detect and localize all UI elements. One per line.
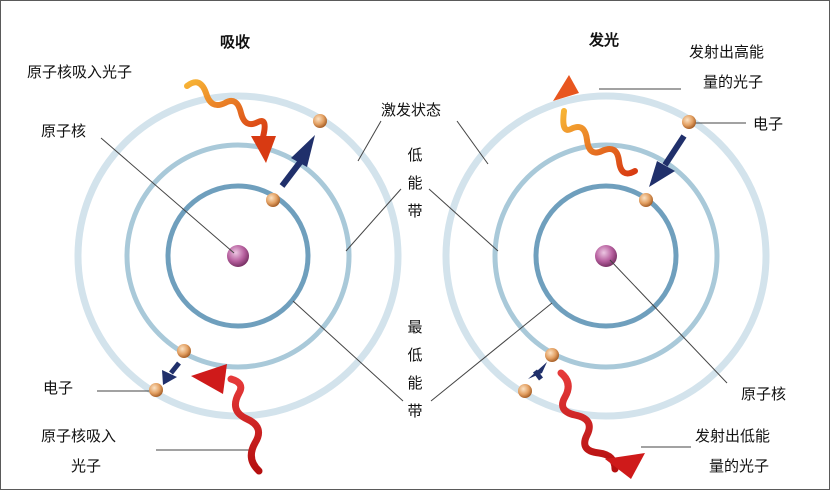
emit-photon-high-label-line2: 量的光子 <box>703 73 764 91</box>
leader-excited-right <box>456 120 489 165</box>
emit-electron-label: 电子 <box>753 115 784 133</box>
absorb-orbit-middle <box>124 142 352 370</box>
emit-electron-ground <box>639 193 653 207</box>
absorb-photon-label: 原子核吸入光子 <box>27 63 133 81</box>
emit-electron-excited <box>682 115 696 129</box>
absorb-electron-label: 电子 <box>43 379 74 397</box>
emit-orbit-outer <box>442 92 770 420</box>
emit-orbit-inner <box>533 183 679 329</box>
absorb-electron-excited <box>313 114 327 128</box>
emit-photon-low <box>557 369 645 479</box>
emit-electron-outer <box>518 384 532 398</box>
low-band-char: 能 <box>407 174 423 192</box>
absorb-photon-low-label-line1: 原子核吸入 <box>41 427 117 445</box>
absorb-atom <box>74 92 402 420</box>
absorb-orbit-inner <box>165 183 311 329</box>
emit-title: 发光 <box>589 31 620 49</box>
lowest-band-char: 带 <box>407 402 423 420</box>
lowest-band-char: 能 <box>407 374 423 392</box>
emit-orbit-middle <box>492 142 720 370</box>
absorb-nucleus-label: 原子核 <box>41 122 87 140</box>
leader-lowest-right <box>430 302 553 402</box>
emit-electron-mid <box>545 348 559 362</box>
absorb-transition-arrow-up <box>279 135 315 188</box>
leader-emit-nucleus <box>609 259 728 384</box>
absorb-photon-low <box>191 364 263 475</box>
leader-lowband-left <box>345 188 402 252</box>
lowest-band-char: 低 <box>407 346 423 364</box>
absorb-title: 吸收 <box>220 33 251 51</box>
emit-photon-high-label-line1: 发射出高能 <box>689 43 765 61</box>
absorb-photon-high <box>184 79 276 163</box>
leader-lines <box>97 88 746 451</box>
absorb-nucleus <box>227 245 249 267</box>
leader-lowest-left <box>292 300 404 402</box>
absorb-electron-outer <box>149 383 163 397</box>
low-band-label: 低 能 带 <box>405 141 425 225</box>
emit-photon-low-label-line1: 发射出低能 <box>695 427 771 445</box>
emit-transition-arrow-down <box>649 134 687 187</box>
absorb-photon-low-label-line2: 光子 <box>71 457 102 475</box>
absorb-electron-ground <box>266 193 280 207</box>
absorb-transition-arrow-low <box>162 361 181 385</box>
leader-absorb-nucleus <box>100 137 235 254</box>
emit-photon-high <box>553 75 638 177</box>
emit-photon-low-label-line2: 量的光子 <box>709 457 770 475</box>
emit-atom <box>442 92 770 420</box>
lowest-band-char: 最 <box>407 318 423 336</box>
low-band-char: 带 <box>407 202 423 220</box>
emit-transition-arrow-low <box>528 362 547 381</box>
leader-excited-left <box>357 120 382 162</box>
lowest-band-label: 最 低 能 带 <box>405 313 425 425</box>
low-band-char: 低 <box>407 146 423 164</box>
leader-lowband-right <box>428 188 499 252</box>
emit-nucleus-label: 原子核 <box>741 385 787 403</box>
absorb-electron-mid <box>177 344 191 358</box>
excited-state-label: 激发状态 <box>381 101 442 119</box>
